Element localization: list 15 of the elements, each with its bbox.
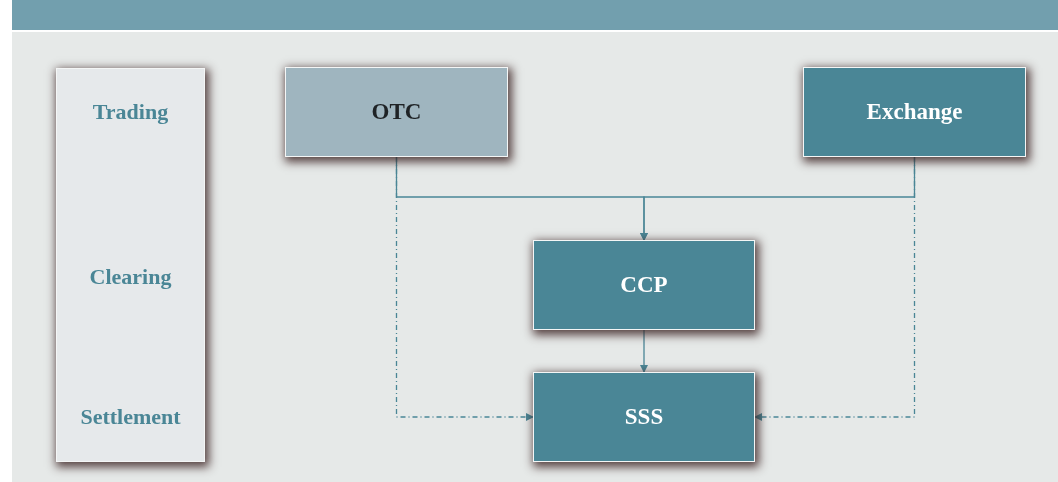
process-box — [803, 67, 1026, 157]
process-box — [533, 372, 755, 462]
arrow — [754, 156, 916, 421]
arrow — [640, 329, 648, 373]
stage-label: Trading — [91, 99, 170, 125]
stage-label: Settlement — [79, 404, 182, 430]
arrow — [395, 156, 534, 421]
process-box — [285, 67, 508, 157]
stage-panel — [56, 68, 205, 462]
stage-label: Clearing — [88, 264, 173, 290]
process-box — [533, 240, 755, 330]
box-label: OTC — [371, 99, 422, 125]
box-label: SSS — [624, 404, 664, 430]
box-label: CCP — [620, 272, 668, 298]
box-label: Exchange — [866, 99, 963, 125]
